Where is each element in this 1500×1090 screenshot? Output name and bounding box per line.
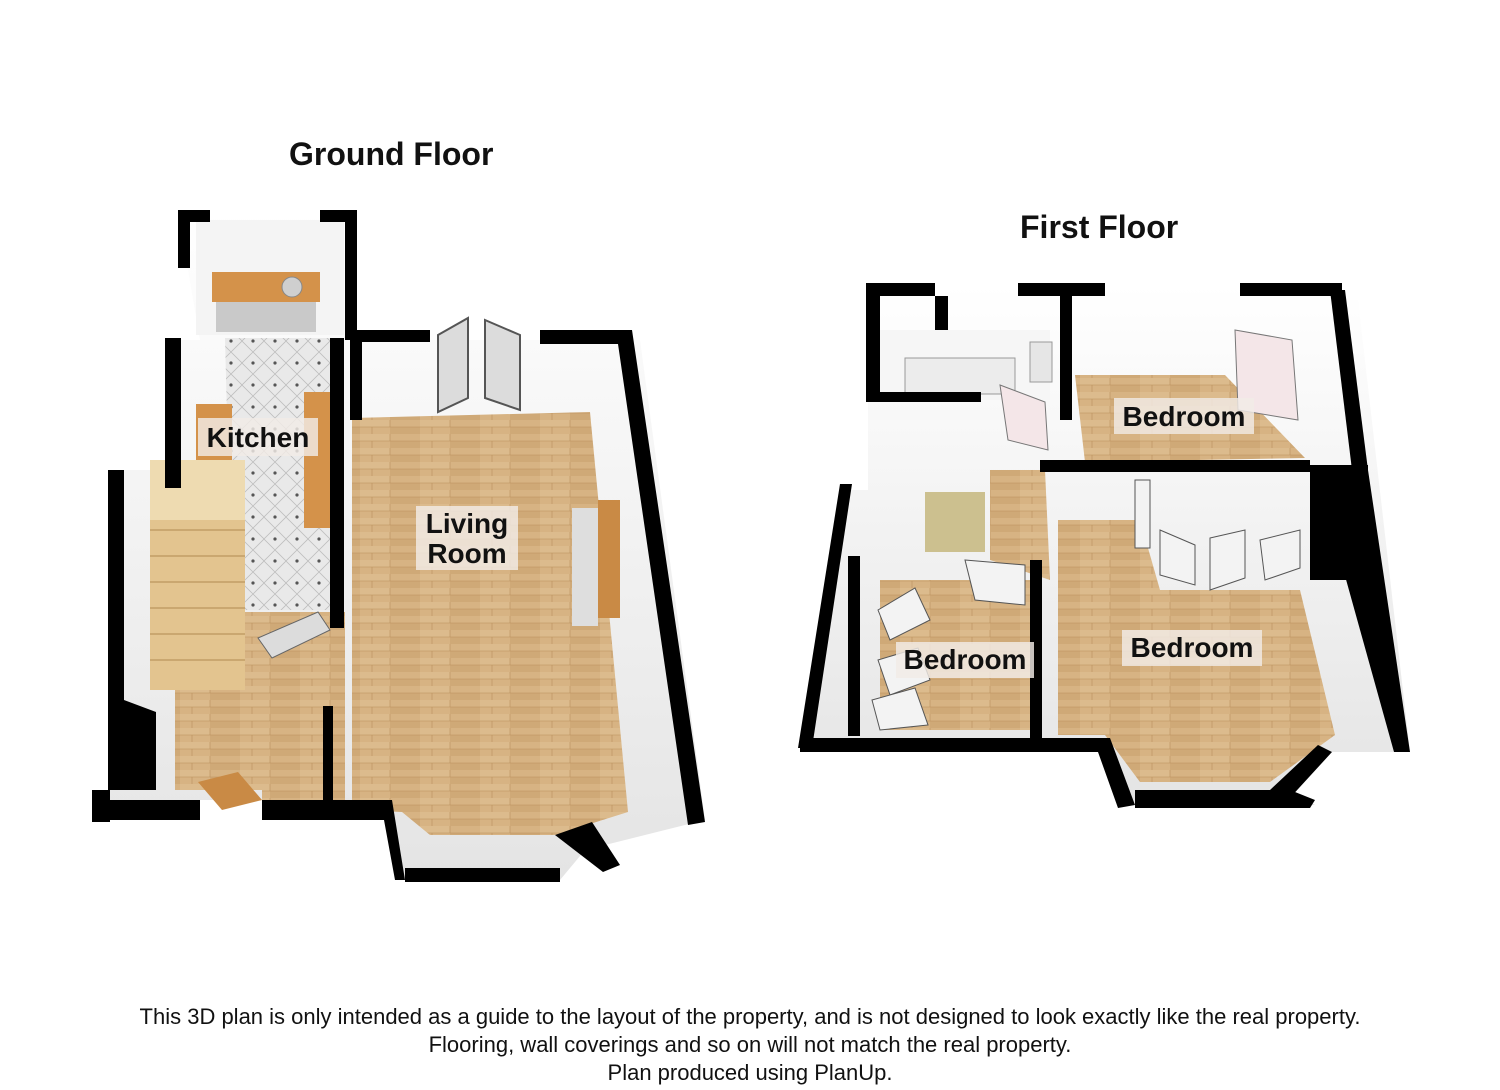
living-room-label-line2: Room: [427, 538, 506, 569]
living-room-french-doors: [437, 316, 521, 414]
first-floor-plan: Bedroom Bedroom Bedroom: [798, 283, 1410, 808]
disclaimer-line-1: This 3D plan is only intended as a guide…: [139, 1004, 1361, 1029]
bathroom: [880, 330, 1053, 400]
bedroom-main-wardrobes: [1134, 479, 1301, 591]
ground-staircase: [150, 460, 245, 690]
kitchen-counter-right: [304, 392, 334, 528]
kitchen-label: Kitchen: [207, 422, 310, 453]
ground-floor-title: Ground Floor: [289, 136, 494, 172]
bedroom-main-label: Bedroom: [1131, 632, 1254, 663]
bedroom-top-label-bg: [1114, 398, 1254, 434]
living-room-label-bg: [416, 506, 518, 570]
scullery: [196, 220, 344, 335]
disclaimer: This 3D plan is only intended as a guide…: [0, 1003, 1500, 1087]
disclaimer-line-2: Flooring, wall coverings and so on will …: [428, 1032, 1072, 1057]
living-room-label-line1: Living: [426, 508, 508, 539]
bedroom-top-label: Bedroom: [1123, 401, 1246, 432]
landing-floor: [925, 492, 985, 552]
kitchen-label-bg: [198, 418, 318, 456]
bedroom-small-label-bg: [896, 642, 1034, 678]
landing-wood: [990, 470, 1050, 580]
ground-floor-plan: Kitchen Living Room: [92, 210, 705, 882]
kitchen-door: [257, 611, 331, 659]
bedroom-top-wardrobe: [1234, 329, 1299, 421]
bedroom-main-label-bg: [1122, 630, 1262, 666]
front-door: [198, 772, 262, 810]
disclaimer-line-3: Plan produced using PlanUp.: [607, 1060, 893, 1085]
bedroom-small-wardrobe: [871, 559, 1026, 731]
first-wall-tops: [798, 283, 1410, 808]
living-room-sideboard: [598, 500, 620, 618]
first-floor-title: First Floor: [1020, 209, 1179, 245]
kitchen-floor: [225, 338, 330, 610]
ground-wall-tops: [92, 210, 705, 882]
floor-plans-drawing: Kitchen Living Room: [92, 210, 1410, 882]
bedroom-small-label: Bedroom: [904, 644, 1027, 675]
bathroom-door: [999, 384, 1049, 451]
